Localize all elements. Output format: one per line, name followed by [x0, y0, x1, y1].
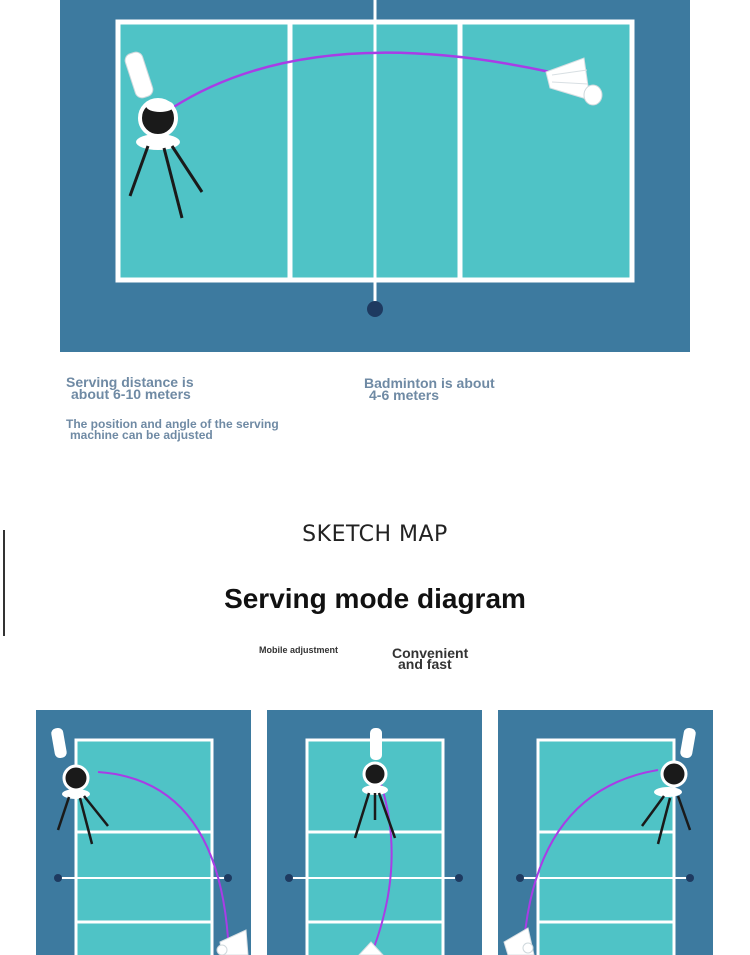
serving-machine-icon [124, 51, 204, 219]
trajectory [97, 771, 229, 939]
top-court-diagram [60, 0, 690, 352]
position-line2: machine can be adjusted [70, 428, 213, 442]
divider-line [3, 530, 5, 636]
position-angle-label: The position and angle of the serving ma… [66, 417, 279, 442]
shuttlecock-icon [216, 929, 249, 955]
convenient-line1: Convenient [392, 645, 469, 661]
mode-court-left [36, 710, 251, 955]
serving-distance-label: Serving distance is about 6-10 meters [66, 374, 194, 402]
serving-distance-line1: Serving distance is [66, 374, 194, 390]
position-line1: The position and angle of the serving [66, 417, 279, 431]
shuttlecock-icon [545, 57, 603, 106]
trajectory [372, 777, 393, 951]
sketch-map-title: SKETCH MAP [302, 522, 448, 547]
convenient-line2: and fast [398, 656, 452, 672]
net-post [367, 301, 383, 317]
mode-court-center [267, 710, 482, 955]
serving-mode-title: Serving mode diagram [224, 583, 526, 614]
badminton-line1: Badminton is about [364, 375, 495, 391]
shuttlecock-icon [503, 927, 535, 955]
serving-machine-icon [51, 727, 109, 845]
convenient-label: Convenient and fast [392, 645, 469, 672]
serving-distance-line2: about 6-10 meters [71, 386, 191, 402]
badminton-line2: 4-6 meters [369, 387, 440, 403]
badminton-distance-label: Badminton is about 4-6 meters [364, 375, 495, 403]
mode-court-right [498, 710, 713, 955]
shuttlecock-icon [358, 941, 384, 955]
trajectory [523, 769, 659, 943]
serving-machine-icon [640, 727, 696, 845]
trajectory [171, 51, 551, 110]
mobile-adjustment-label: Mobile adjustment [259, 645, 339, 655]
serving-machine-icon [353, 728, 397, 839]
